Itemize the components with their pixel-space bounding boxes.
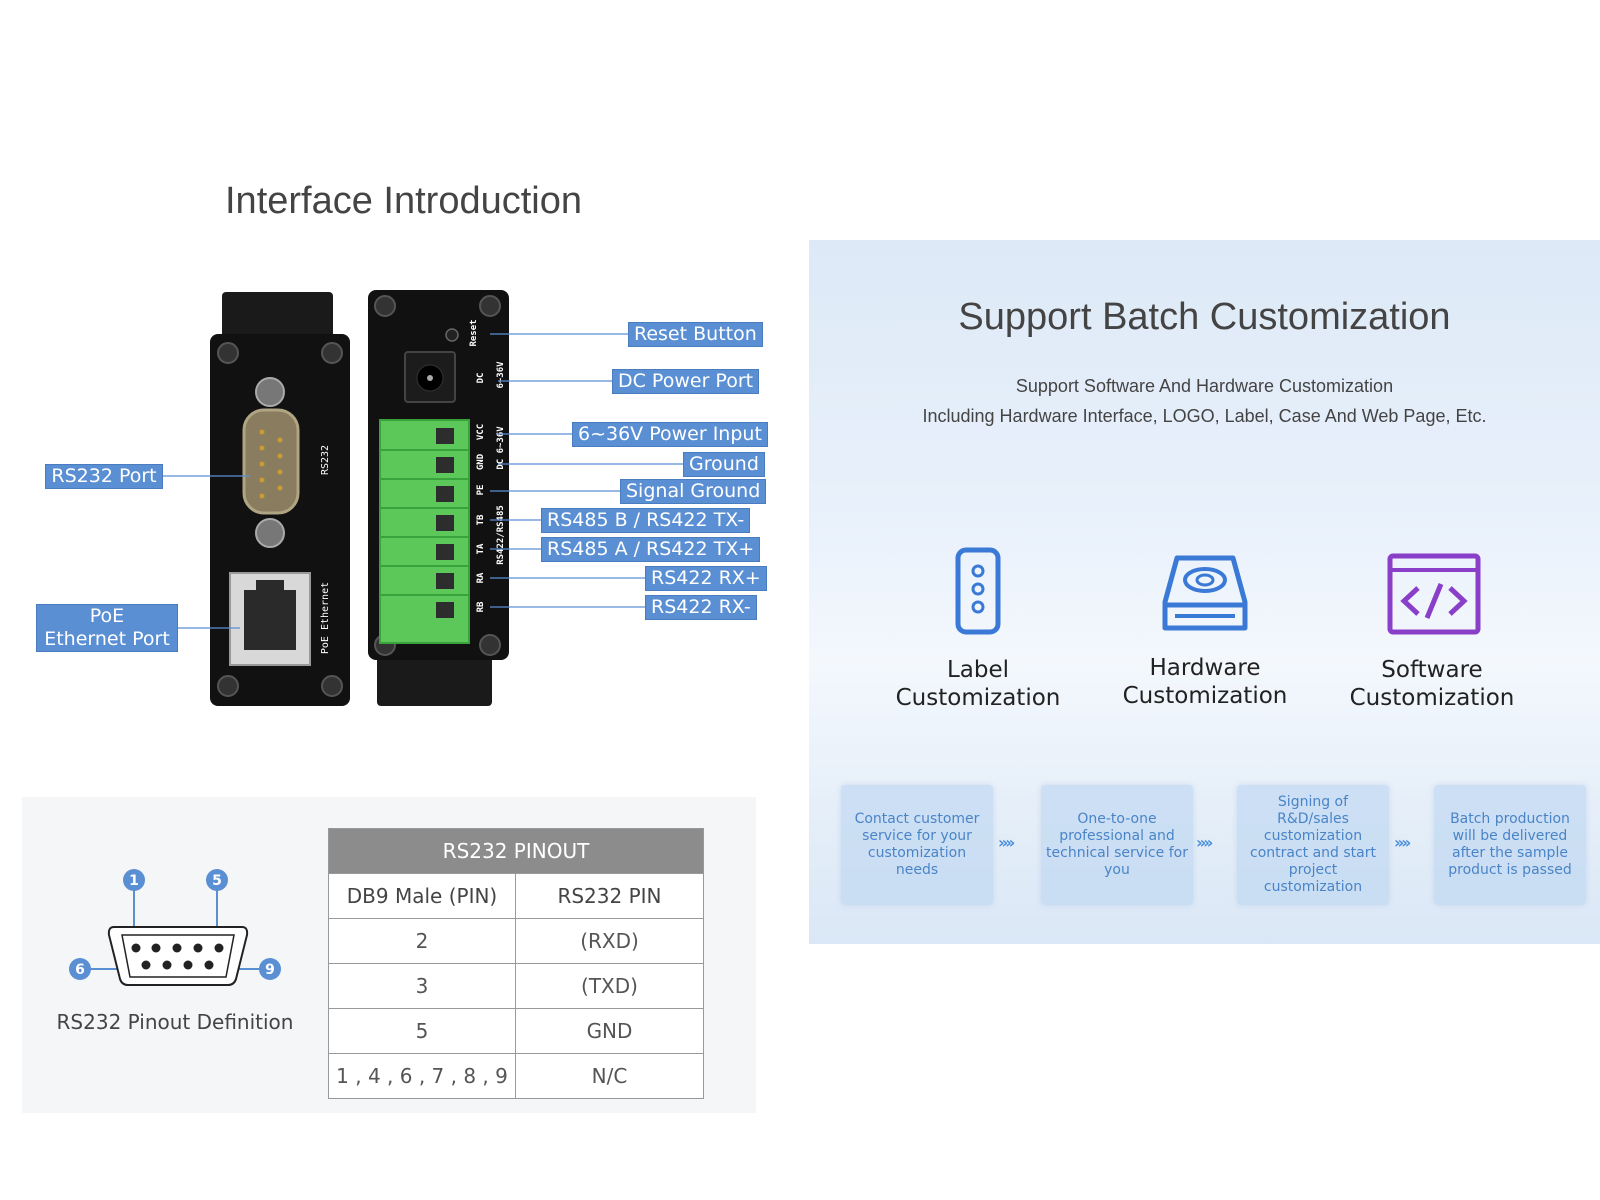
process-step-2: One-to-one professional and technical se… — [1041, 785, 1193, 905]
vcc-silk-label: VCC — [476, 424, 486, 440]
dc-range2-silk-label: DC 6~36V — [496, 426, 506, 470]
table-row: 2(RXD) — [328, 918, 704, 964]
feature-line-1: Label — [946, 657, 1010, 683]
table-cell: N/C — [515, 1053, 704, 1099]
feature-line-2: Customization — [1122, 683, 1288, 709]
feature-line-2: Customization — [895, 685, 1061, 711]
terminal-block — [379, 419, 470, 644]
db9-pinout-diagram: 1 5 6 9 — [69, 869, 281, 986]
rb-silk-label: RB — [476, 601, 486, 612]
device-side-terminals: Reset DC 6~36V VCC GND DC 6~36V PE TB TA… — [368, 290, 509, 706]
batch-subtitle-2: Including Hardware Interface, LOGO, Labe… — [922, 406, 1487, 426]
rs232-silk-label: RS232 — [320, 445, 331, 475]
table-cell: 3 — [328, 963, 516, 1009]
rs232-pinout-table: RS232 PINOUT DB9 Male (PIN) RS232 PIN 2(… — [328, 828, 704, 1099]
software-code-icon — [1387, 553, 1481, 635]
device-diagram: RS232 PoE Ethernet Reset DC 6~ — [160, 290, 683, 706]
process-step-3: Signing of R&D/sales customization contr… — [1237, 785, 1389, 905]
callout-rs422-rx-minus: RS422 RX- — [645, 595, 757, 620]
label-icon — [955, 547, 1001, 635]
gnd-silk-label: GND — [476, 453, 486, 470]
db9-pins — [131, 943, 224, 970]
feature-line-1: Software — [1381, 657, 1483, 683]
rs422-rs485-silk-label: RS422/RS485 — [496, 505, 506, 565]
feature-hardware-customization: Hardware Customization — [1105, 654, 1305, 710]
pin-marker-6: 6 — [75, 962, 85, 978]
table-cell: 5 — [328, 1008, 516, 1054]
callout-ground: Ground — [683, 452, 765, 477]
table-cell: (RXD) — [515, 918, 704, 964]
pe-silk-label: PE — [476, 485, 486, 496]
feature-label-customization: Label Customization — [878, 656, 1078, 712]
table-cell: 1 , 4 , 6 , 7 , 8 , 9 — [328, 1053, 516, 1099]
process-step-4: Batch production will be delivered after… — [1434, 785, 1586, 905]
device-front-rs232: RS232 PoE Ethernet — [210, 292, 350, 706]
ta-silk-label: TA — [476, 543, 486, 554]
table-cell: GND — [515, 1008, 704, 1054]
table-title: RS232 PINOUT — [328, 828, 704, 874]
callout-dc-power-port: DC Power Port — [612, 369, 760, 394]
hardware-icon — [1162, 555, 1248, 631]
table-cell: (TXD) — [515, 963, 704, 1009]
feature-line-1: Hardware — [1149, 655, 1261, 681]
batch-subtitle-1: Support Software And Hardware Customizat… — [1015, 376, 1394, 396]
column-header: RS232 PIN — [515, 873, 704, 919]
dc-silk-label: DC — [476, 373, 486, 384]
chevrons-right-icon: ›››› — [998, 833, 1015, 852]
process-step-1: Contact customer service for your custom… — [841, 785, 993, 905]
reset-silk-label: Reset — [469, 319, 479, 346]
callout-power-input: 6~36V Power Input — [572, 422, 768, 447]
poe-silk-label: PoE Ethernet — [320, 582, 331, 654]
chevrons-right-icon: ›››› — [1196, 833, 1213, 852]
leader-lines — [160, 333, 683, 629]
column-header: DB9 Male (PIN) — [328, 873, 516, 919]
table-cell: 2 — [328, 918, 516, 964]
callout-poe-ethernet-port: PoE Ethernet Port — [36, 604, 178, 652]
db9-port — [242, 408, 300, 515]
callout-reset-button: Reset Button — [628, 322, 763, 347]
interface-title: Interface Introduction — [225, 180, 582, 222]
callout-rs422-rx-plus: RS422 RX+ — [645, 566, 767, 591]
batch-title: Support Batch Customization — [958, 296, 1451, 338]
pin-marker-1: 1 — [129, 873, 139, 889]
reset-button — [445, 328, 459, 342]
screw-icon — [217, 342, 343, 697]
tb-silk-label: TB — [476, 514, 486, 525]
dc-range-silk-label: 6~36V — [496, 361, 506, 389]
chevrons-right-icon: ›››› — [1394, 833, 1411, 852]
pin-marker-9: 9 — [265, 962, 275, 978]
callout-rs485-a: RS485 A / RS422 TX+ — [541, 537, 761, 562]
feature-software-customization: Software Customization — [1332, 656, 1532, 712]
pin-marker-5: 5 — [212, 873, 222, 889]
callout-signal-ground: Signal Ground — [620, 479, 767, 504]
callout-rs485-b: RS485 B / RS422 TX- — [541, 508, 751, 533]
db9-caption: RS232 Pinout Definition — [56, 1010, 294, 1034]
feature-line-2: Customization — [1349, 685, 1515, 711]
ra-silk-label: RA — [476, 572, 486, 583]
callout-rs232-port: RS232 Port — [45, 464, 163, 489]
table-row: 3(TXD) — [328, 963, 704, 1009]
